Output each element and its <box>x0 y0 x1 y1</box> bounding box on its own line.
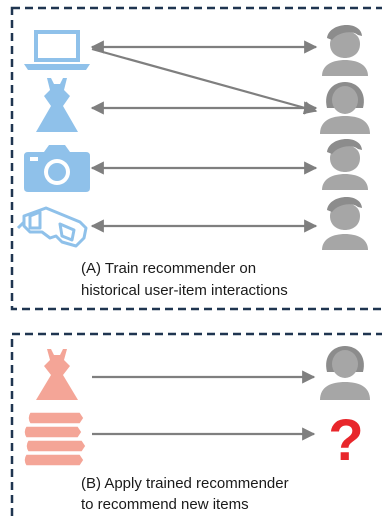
arrow-laptop-user2 <box>91 47 318 115</box>
panel-a-caption-line1: (A) Train recommender on <box>81 260 257 277</box>
camera-icon <box>24 145 90 192</box>
books-icon <box>23 411 87 467</box>
male-user-icon <box>322 196 368 250</box>
female-user-icon <box>320 82 370 134</box>
male-user-icon <box>322 138 368 190</box>
question-mark-icon: ? <box>328 408 363 473</box>
glasses-icon <box>16 206 88 248</box>
panel-a-caption-line2: historical user-item interactions <box>81 282 288 299</box>
panel-b-caption-line1: (B) Apply trained recommender <box>81 475 289 492</box>
dress-icon <box>36 349 78 400</box>
dress-icon <box>36 78 78 132</box>
panel-b-arrows <box>92 370 316 441</box>
female-user-icon <box>320 346 370 400</box>
panel-a-border <box>10 6 382 311</box>
panel-a-arrows <box>90 40 318 233</box>
panel-b-border <box>10 332 382 518</box>
laptop-icon <box>24 30 90 70</box>
male-user-icon <box>322 24 368 76</box>
panel-b-caption-line2: to recommend new items <box>81 496 249 513</box>
